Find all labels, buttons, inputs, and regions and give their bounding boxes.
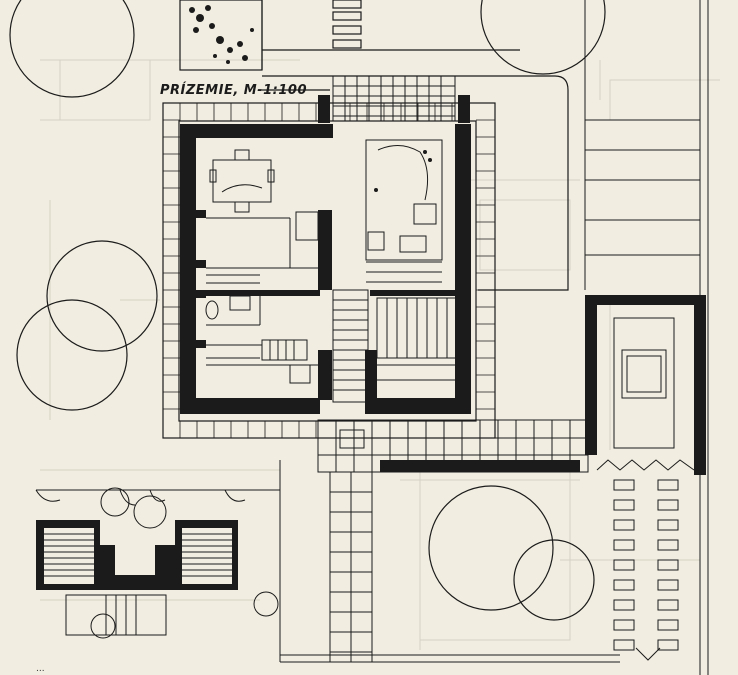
paving-stones-top [332,0,362,49]
paving-grid [163,103,495,438]
tree-circle [9,0,135,98]
tree-circle [46,240,158,352]
entrance-steps [332,75,456,122]
bleed-through-lines [40,59,720,650]
neighbouring-houses [35,460,281,662]
step-strip [380,460,580,472]
house-walls [180,95,471,414]
driveway-stones [280,479,679,663]
tree-circle [480,0,606,75]
interior-details [205,139,458,403]
shrub-dots [189,5,432,192]
garage [584,0,709,675]
tree-circle [16,299,128,411]
tree-circle [513,539,595,621]
tree-circle [428,485,554,611]
plan-title: PRÍZEMIE, M-1:100 [160,83,308,98]
page-footer: ... [36,664,45,674]
